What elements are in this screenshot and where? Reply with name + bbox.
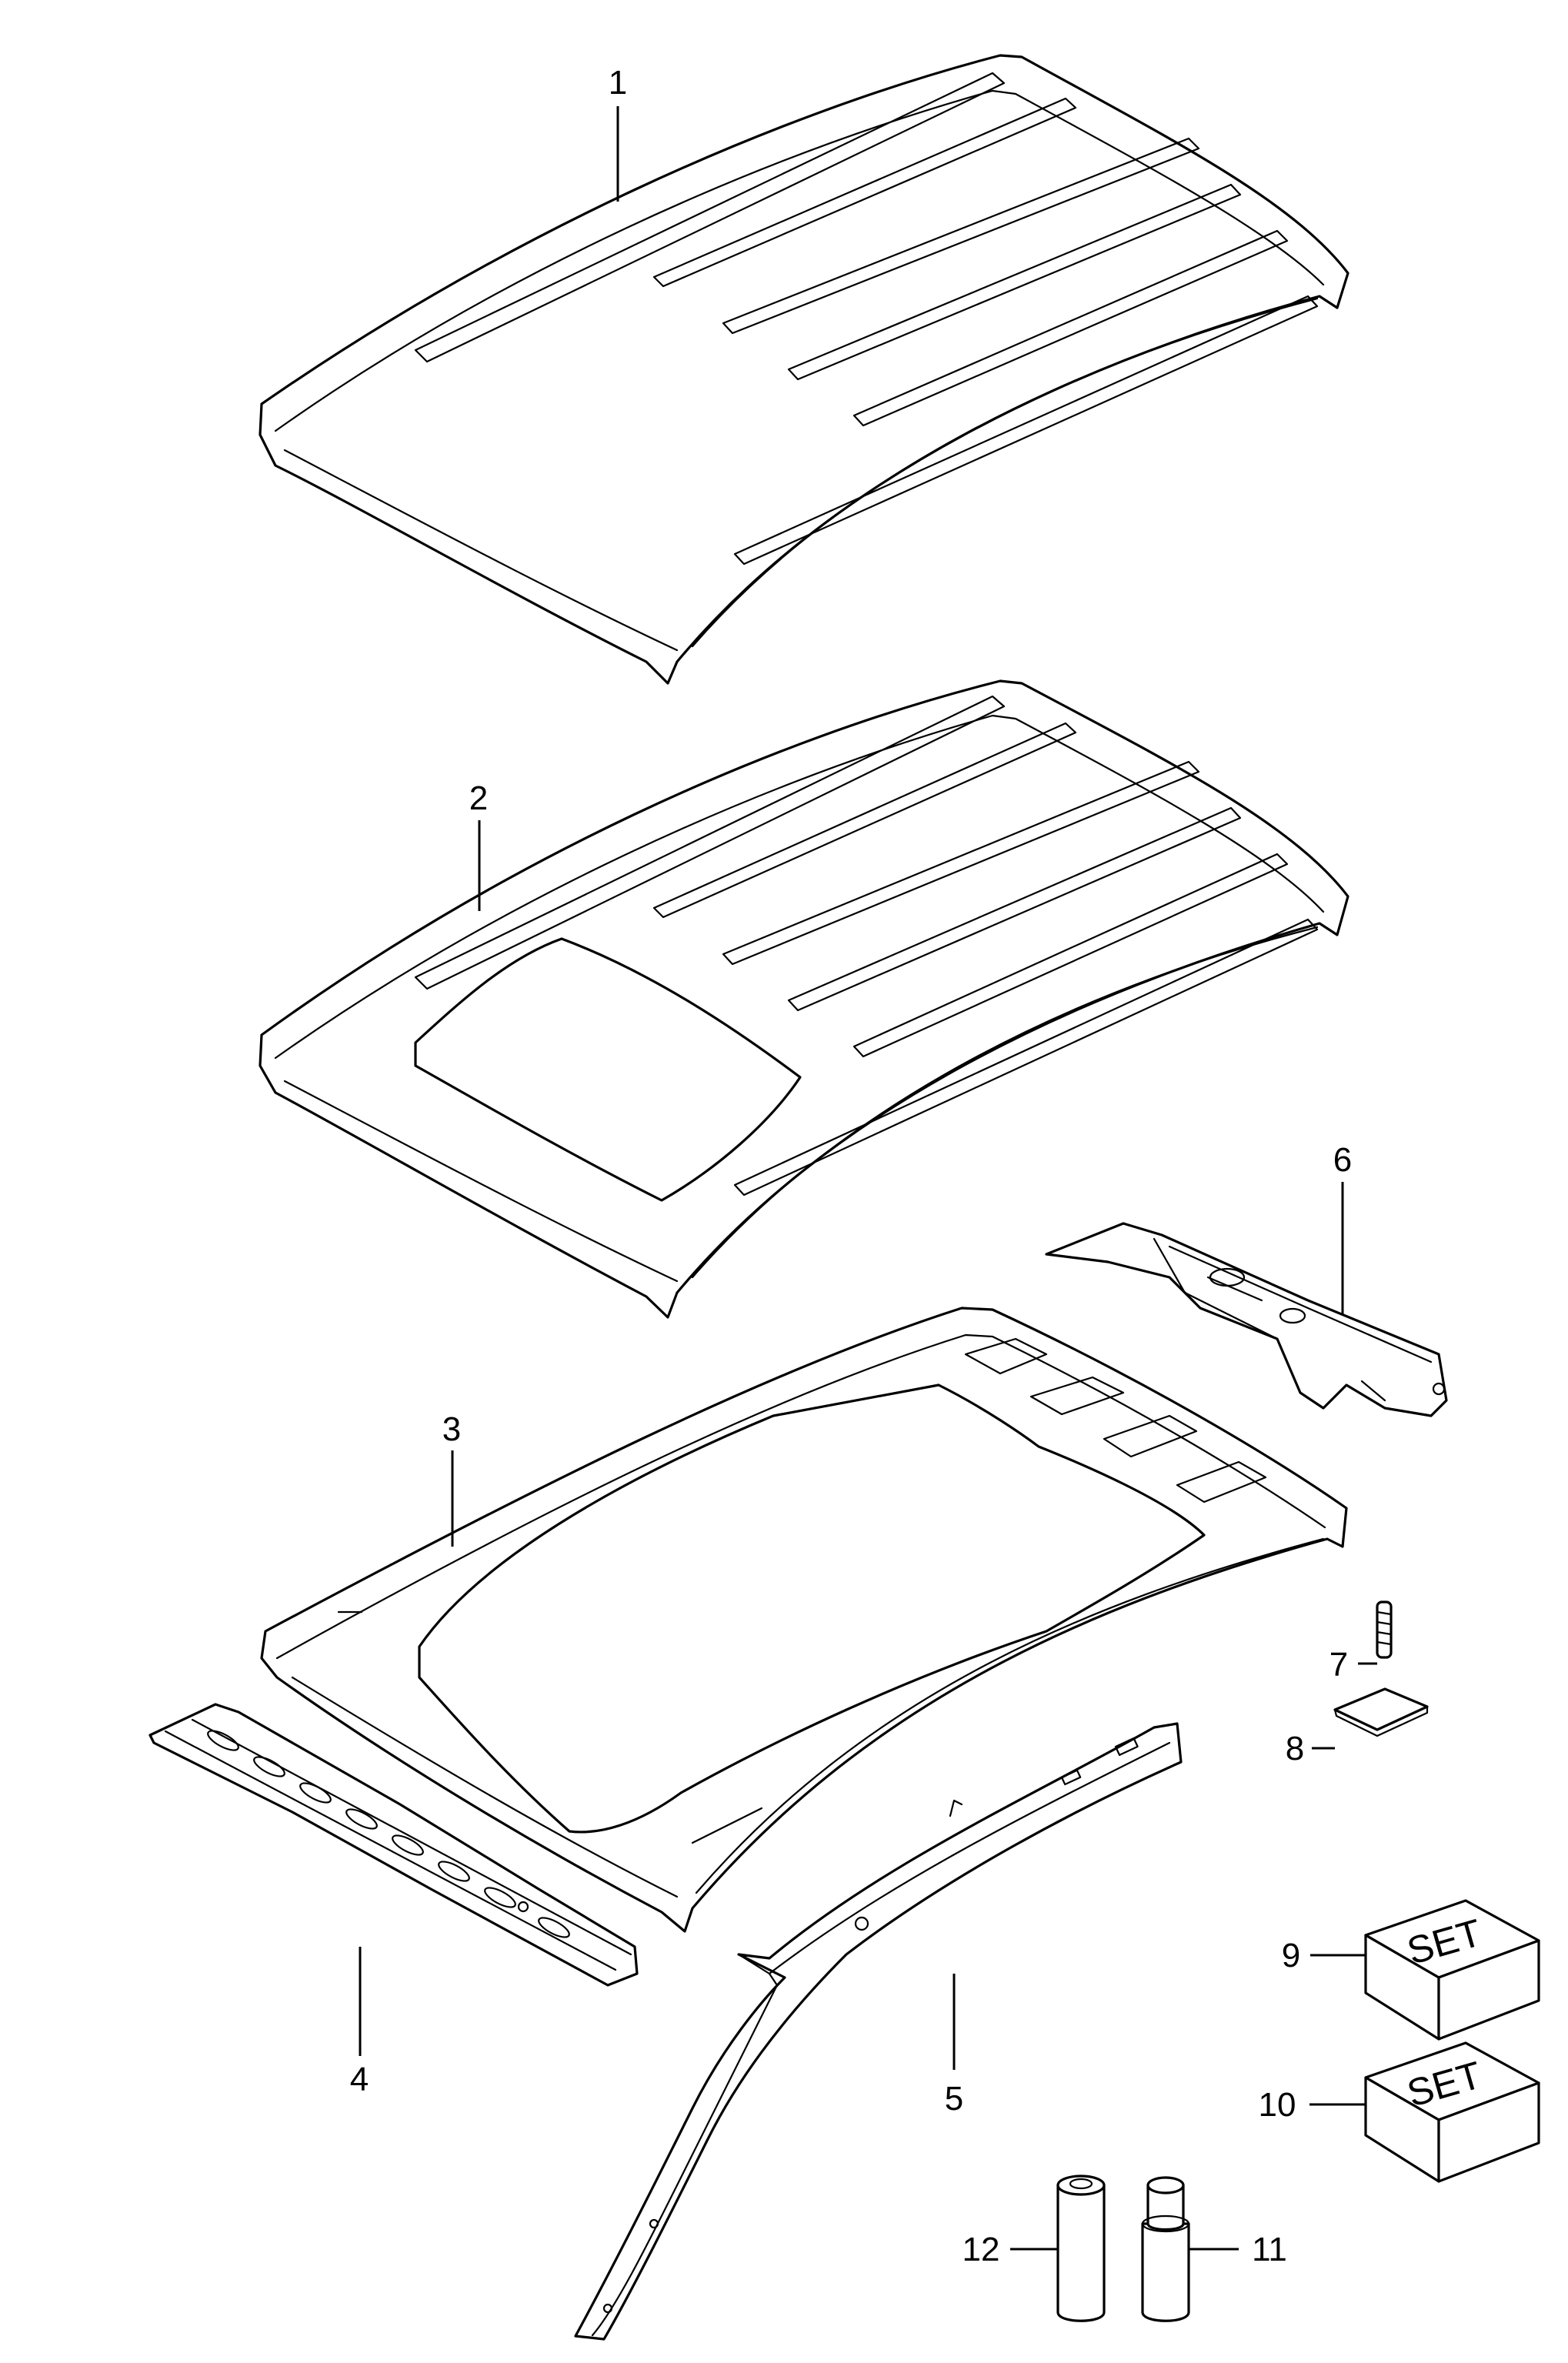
part-6-rear-cross-member (1045, 1222, 1448, 1417)
part-2-roof-panel-sunroof (259, 679, 1349, 1319)
leader-lines (359, 106, 1377, 2251)
part-10-set-box: SET (1364, 2041, 1540, 2183)
part-3-roof-frame (260, 1307, 1348, 1933)
callout-4: 4 (350, 2061, 369, 2098)
part-4-front-roof-bow (148, 1703, 639, 1987)
part-12-cartridge (1056, 2174, 1106, 2322)
callout-numbers: 1 2 3 4 5 6 7 8 9 10 11 12 (350, 64, 1352, 2268)
callout-8: 8 (1286, 1730, 1304, 1767)
part-11-tube (1141, 2176, 1190, 2322)
part-7-stud (1376, 1600, 1393, 1659)
callout-9: 9 (1282, 1937, 1300, 1974)
callout-3: 3 (442, 1410, 461, 1448)
callout-12: 12 (962, 2231, 1000, 2268)
callout-11: 11 (1252, 2231, 1287, 2268)
part-1-roof-panel (259, 54, 1349, 685)
callout-7: 7 (1329, 1646, 1348, 1684)
callout-2: 2 (469, 779, 488, 817)
callout-1: 1 (609, 64, 627, 102)
callout-10: 10 (1259, 2086, 1296, 2124)
part-5-side-roof-rail (574, 1722, 1183, 2341)
part-9-set-box: SET (1364, 1899, 1540, 2041)
callout-5: 5 (945, 2080, 963, 2118)
part-8-pad (1333, 1687, 1429, 1737)
callout-6: 6 (1333, 1141, 1352, 1179)
